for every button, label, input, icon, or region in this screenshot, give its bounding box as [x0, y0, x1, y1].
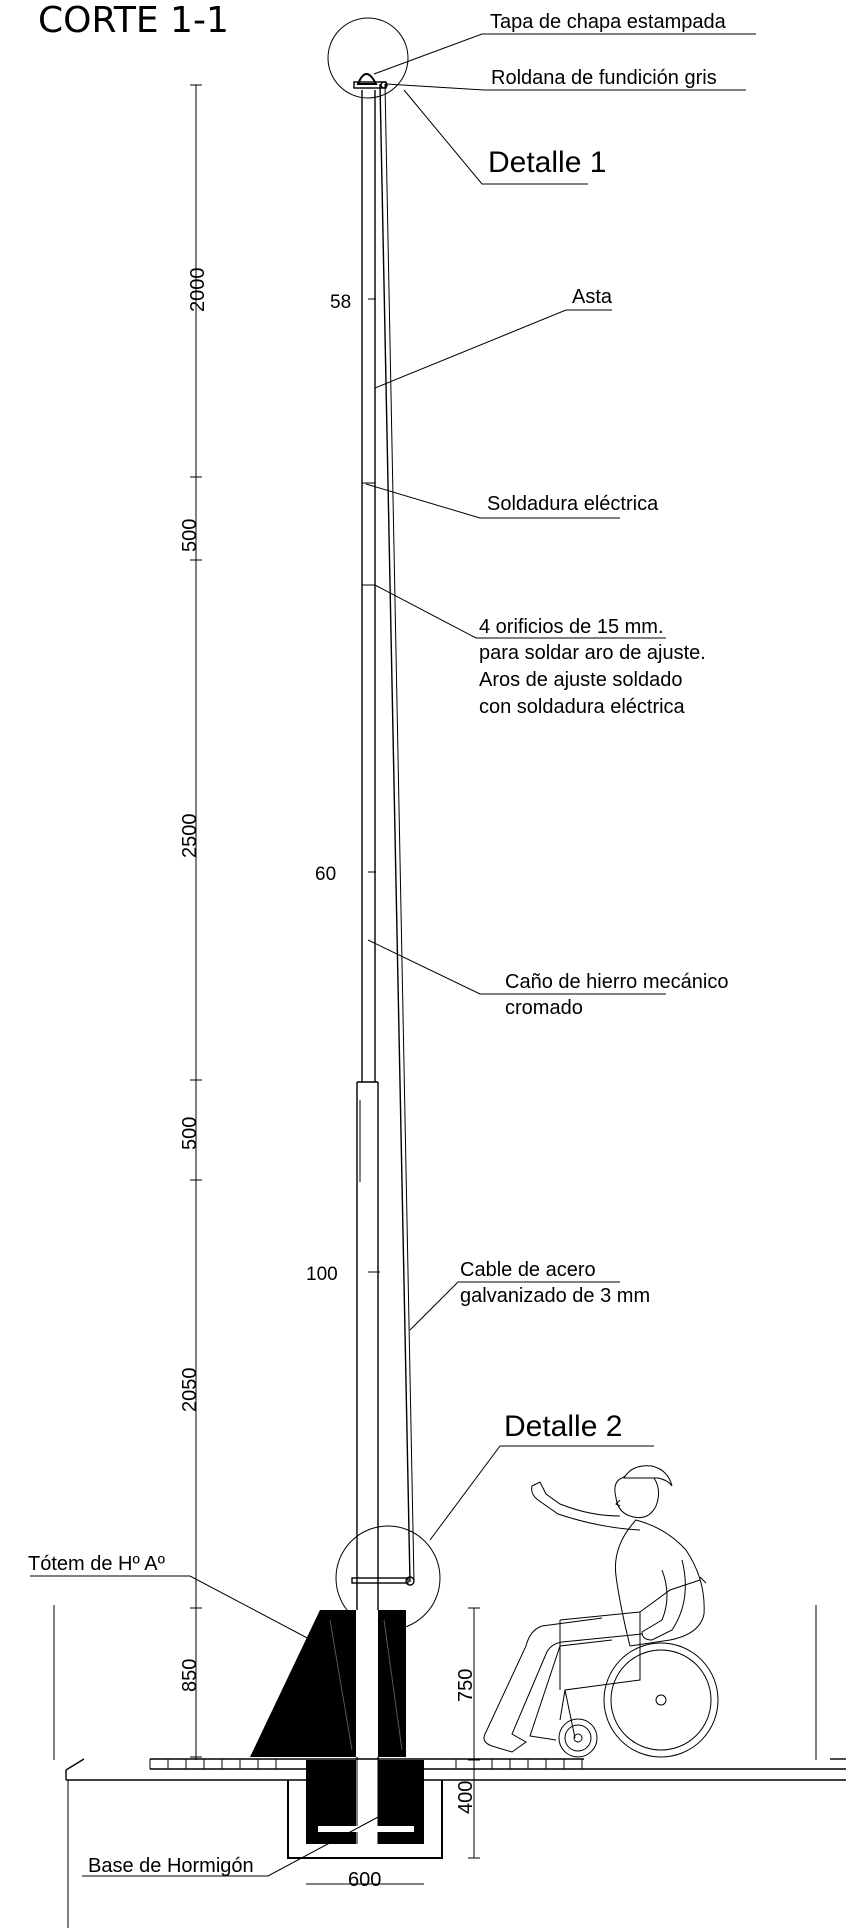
dimension-2000: 2000: [187, 268, 209, 313]
label-orificios-line4: con soldadura eléctrica: [479, 696, 686, 718]
dimension-2050: 2050: [179, 1368, 201, 1413]
label-base: Base de Hormigón: [88, 1855, 254, 1877]
label-roldana: Roldana de fundición gris: [491, 67, 717, 89]
dimension-600: 600: [348, 1869, 381, 1891]
drawing-title: CORTE 1-1: [38, 0, 229, 41]
label-cable-line1: Cable de acero: [460, 1259, 596, 1281]
diameter-bottom-label: 100: [306, 1264, 338, 1285]
label-tapa: Tapa de chapa estampada: [490, 11, 727, 33]
label-orificios-line1: 4 orificios de 15 mm.: [479, 616, 664, 638]
label-soldadura: Soldadura eléctrica: [487, 493, 659, 515]
label-detalle-1: Detalle 1: [488, 146, 606, 179]
diameter-mid-label: 60: [315, 864, 336, 885]
sidewalk-tiles: [149, 1759, 583, 1769]
label-orificios-line3: Aros de ajuste soldado: [479, 669, 682, 691]
top-cap-pulley: [327, 17, 409, 99]
dimension-850: 850: [179, 1659, 201, 1692]
leader-lines: [30, 33, 756, 1877]
right-dimension-line: [468, 1607, 480, 1859]
detail-1-circle: [327, 17, 409, 99]
label-asta: Asta: [572, 286, 613, 308]
label-cable-line2: galvanizado de 3 mm: [460, 1285, 650, 1307]
label-orificios-line2: para soldar aro de ajuste.: [479, 642, 706, 664]
ground-sidewalk: [53, 1605, 846, 1928]
dimension-500-lower: 500: [179, 1117, 201, 1150]
flag-pole: [356, 90, 380, 1780]
totem: [250, 1610, 406, 1757]
label-detalle-2: Detalle 2: [504, 1410, 622, 1443]
dimension-400: 400: [455, 1781, 477, 1814]
label-cano-line2: cromado: [505, 997, 583, 1019]
vertical-dimension-line: [190, 84, 202, 1760]
wheelchair-person-figure: [483, 1465, 719, 1758]
dimension-750: 750: [455, 1669, 477, 1702]
label-totem: Tótem de Hº Aº: [28, 1553, 166, 1575]
dimension-500-upper: 500: [179, 519, 201, 552]
concrete-base: [287, 1760, 443, 1859]
label-cano-line1: Caño de hierro mecánico: [505, 971, 728, 993]
steel-cable: [379, 83, 415, 1583]
dimension-2500: 2500: [179, 814, 201, 859]
diameter-top-label: 58: [330, 292, 351, 313]
